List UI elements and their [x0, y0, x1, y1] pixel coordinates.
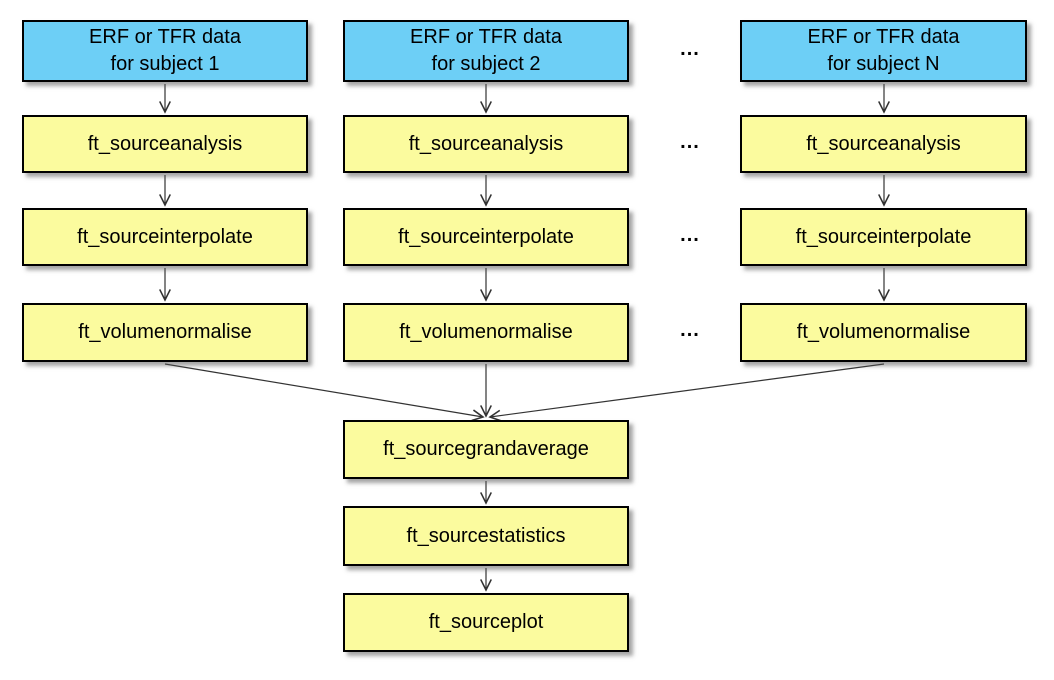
node-label: ft_volumenormalise [78, 321, 252, 343]
node-ft-sourceplot: ft_sourceplot [343, 593, 629, 652]
ellipsis-row-sourceinterpolate: ... [680, 224, 700, 246]
node-label: ft_sourceanalysis [806, 132, 961, 155]
node-ft-volumenormalise-n: ft_volumenormalise [740, 303, 1027, 362]
node-input-subject-n: ERF or TFR data for subject N [740, 20, 1027, 82]
arrow-col1-volumenormalise-to-grandaverage [164, 363, 483, 417]
ellipsis-row-volumenormalise: ... [680, 319, 700, 341]
node-label-line2: for subject 1 [110, 53, 220, 75]
node-label: ft_sourceinterpolate [77, 225, 253, 248]
ellipsis-row-sourceanalysis: ... [680, 131, 700, 153]
node-input-subject-2: ERF or TFR data for subject 2 [343, 20, 629, 82]
node-label: ft_sourcestatistics [406, 524, 566, 547]
node-label: ft_sourceplot [428, 611, 544, 633]
node-ft-volumenormalise-2: ft_volumenormalise [343, 303, 629, 362]
node-input-subject-1: ERF or TFR data for subject 1 [22, 20, 308, 82]
node-label: ft_sourceanalysis [87, 132, 243, 155]
node-ft-volumenormalise-1: ft_volumenormalise [22, 303, 308, 362]
node-ft-sourcegrandaverage: ft_sourcegrandaverage [343, 420, 629, 479]
node-label-line2: for subject 2 [431, 53, 541, 75]
node-label-line1: ERF or TFR data [807, 26, 960, 48]
node-ft-sourceanalysis-n: ft_sourceanalysis [740, 115, 1027, 173]
arrow-col3-volumenormalise-to-grandaverage [490, 363, 885, 417]
node-ft-sourceinterpolate-n: ft_sourceinterpolate [740, 208, 1027, 266]
node-label: ft_sourcegrandaverage [383, 438, 589, 460]
node-label: ft_volumenormalise [796, 321, 971, 343]
node-label: ft_sourceinterpolate [795, 225, 972, 248]
node-label: ft_sourceanalysis [408, 132, 564, 155]
node-label: ft_sourceinterpolate [398, 225, 574, 248]
node-ft-sourceanalysis-2: ft_sourceanalysis [343, 115, 629, 173]
node-label-line2: for subject N [827, 53, 940, 75]
node-ft-sourceinterpolate-2: ft_sourceinterpolate [343, 208, 629, 266]
node-label: ft_volumenormalise [399, 321, 573, 343]
node-ft-sourcestatistics: ft_sourcestatistics [343, 506, 629, 566]
node-label-line1: ERF or TFR data [410, 26, 562, 48]
ellipsis-row-input: ... [680, 38, 700, 60]
node-ft-sourceinterpolate-1: ft_sourceinterpolate [22, 208, 308, 266]
node-label-line1: ERF or TFR data [89, 26, 241, 48]
node-ft-sourceanalysis-1: ft_sourceanalysis [22, 115, 308, 173]
